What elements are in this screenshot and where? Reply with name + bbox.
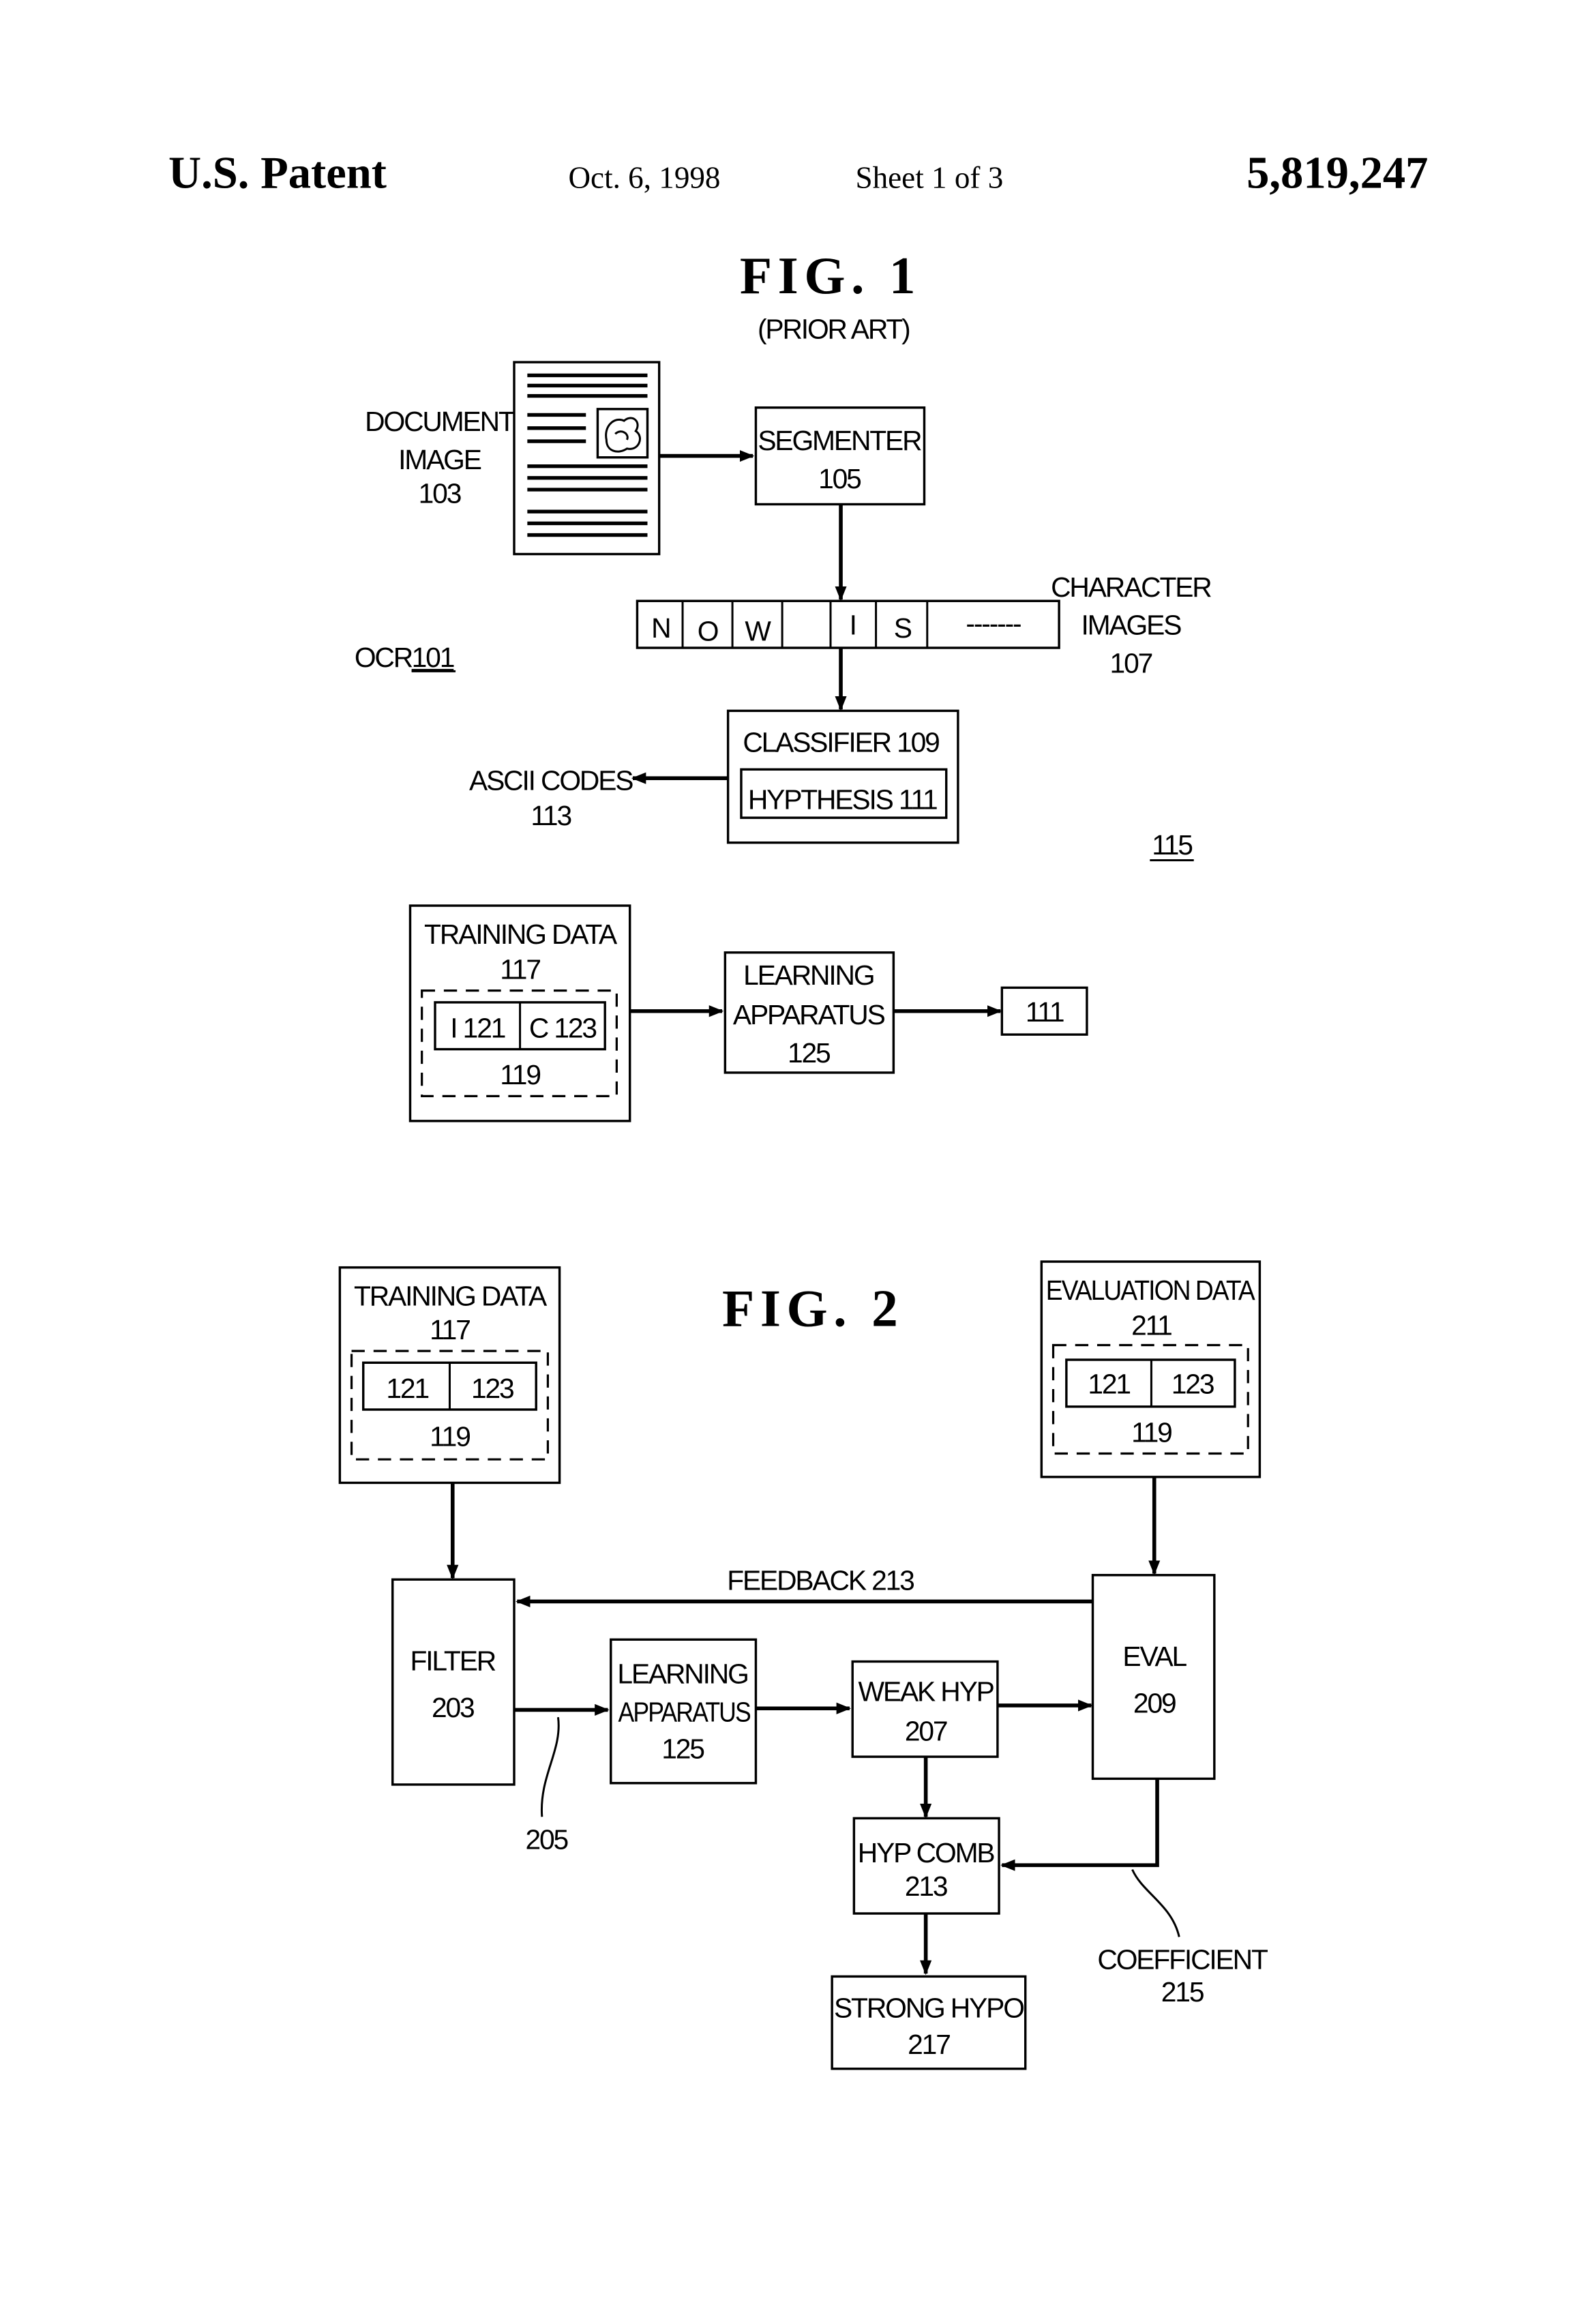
training-data-number: 117 — [500, 953, 540, 985]
feedback-label: FEEDBACK 213 — [727, 1564, 914, 1596]
leader-line — [1133, 1870, 1180, 1937]
header-left: U.S. Patent — [168, 148, 387, 198]
strong-hypo-label: STRONG HYPO — [834, 1993, 1024, 2024]
eval-number: 209 — [1133, 1688, 1176, 1719]
char-cell: W — [745, 615, 771, 646]
training-data-number: 117 — [430, 1314, 470, 1345]
filter-number: 203 — [432, 1692, 474, 1723]
fig1-subtitle: (PRIOR ART) — [758, 314, 910, 345]
leader-line — [541, 1717, 558, 1817]
strong-hypo-number: 217 — [908, 2029, 950, 2060]
learning-apparatus-label: APPARATUS — [733, 999, 885, 1030]
eval-label: EVAL — [1122, 1641, 1186, 1672]
document-image-icon — [514, 362, 659, 554]
filter-label: FILTER — [410, 1645, 495, 1676]
hyp-comb-number: 213 — [905, 1871, 947, 1902]
char-cell: O — [698, 615, 718, 646]
hypothesis-label: HYPTHESIS 111 — [748, 784, 937, 815]
header-patent-number: 5,819,247 — [1247, 148, 1428, 198]
coefficient-number: 215 — [1161, 1976, 1204, 2008]
figure-2: FIG. 2 TRAINING DATA 117 121 123 119 EVA… — [340, 1262, 1268, 2069]
training-cell: 121 — [386, 1373, 428, 1404]
ref-205: 205 — [525, 1823, 567, 1855]
ocr-number: 101 — [412, 642, 454, 673]
segmenter-number: 105 — [818, 463, 861, 494]
training-group-number: 119 — [430, 1421, 470, 1452]
evaluation-data-number: 211 — [1131, 1309, 1171, 1341]
learning-apparatus-label: LEARNING — [743, 959, 874, 991]
learning-apparatus-label: APPARATUS — [618, 1697, 751, 1728]
character-images-label: CHARACTER — [1051, 571, 1211, 603]
document-image-number: 103 — [419, 477, 461, 509]
ref-115: 115 — [1152, 829, 1192, 861]
coefficient-label: COEFFICIENT — [1097, 1944, 1268, 1976]
fig2-title: FIG. 2 — [722, 1279, 904, 1338]
ocr-label: OCR — [355, 642, 413, 673]
evaluation-cell: 121 — [1088, 1368, 1130, 1399]
classifier-label: CLASSIFIER 109 — [743, 727, 939, 758]
training-cell: C 123 — [529, 1012, 597, 1043]
ascii-codes-label: ASCII CODES — [469, 764, 633, 796]
learning-apparatus-number: 125 — [788, 1037, 830, 1069]
char-cell: I — [850, 610, 856, 641]
fig1-title: FIG. 1 — [740, 246, 921, 305]
char-cell: S — [894, 612, 912, 644]
training-cell: I 121 — [450, 1012, 505, 1043]
coefficient-arrow — [1002, 1778, 1157, 1865]
eval-box — [1093, 1575, 1214, 1779]
evaluation-group-number: 119 — [1131, 1416, 1171, 1448]
char-cell: N — [651, 612, 670, 644]
training-cell: 123 — [471, 1373, 513, 1404]
header-date: Oct. 6, 1998 — [568, 160, 720, 194]
weak-hyp-label: WEAK HYP — [859, 1676, 994, 1708]
learning-apparatus-label: LEARNING — [617, 1658, 747, 1690]
training-data-label: TRAINING DATA — [354, 1281, 548, 1312]
character-images-number: 107 — [1110, 648, 1152, 679]
document-image-label: IMAGE — [398, 444, 481, 475]
char-cell: ------- — [966, 608, 1021, 640]
document-image-label: DOCUMENT — [365, 406, 515, 437]
character-strip: N O W I S ------- — [637, 601, 1059, 648]
filter-box — [393, 1579, 514, 1785]
hyp-comb-label: HYP COMB — [858, 1837, 995, 1868]
ascii-codes-number: 113 — [531, 800, 571, 831]
evaluation-data-label: EVALUATION DATA — [1046, 1275, 1256, 1306]
training-data-label: TRAINING DATA — [424, 919, 618, 950]
weak-hyp-number: 207 — [905, 1716, 947, 1747]
training-group-number: 119 — [500, 1059, 540, 1090]
evaluation-cell: 123 — [1171, 1368, 1214, 1399]
character-images-label: IMAGES — [1081, 610, 1181, 641]
output-111-label: 111 — [1026, 996, 1064, 1028]
header-sheet: Sheet 1 of 3 — [856, 160, 1004, 194]
figure-1: FIG. 1 (PRIOR ART) DOCUMENT IMAGE 103 SE… — [355, 246, 1211, 1121]
learning-apparatus-number: 125 — [661, 1733, 704, 1764]
segmenter-label: SEGMENTER — [758, 425, 921, 456]
